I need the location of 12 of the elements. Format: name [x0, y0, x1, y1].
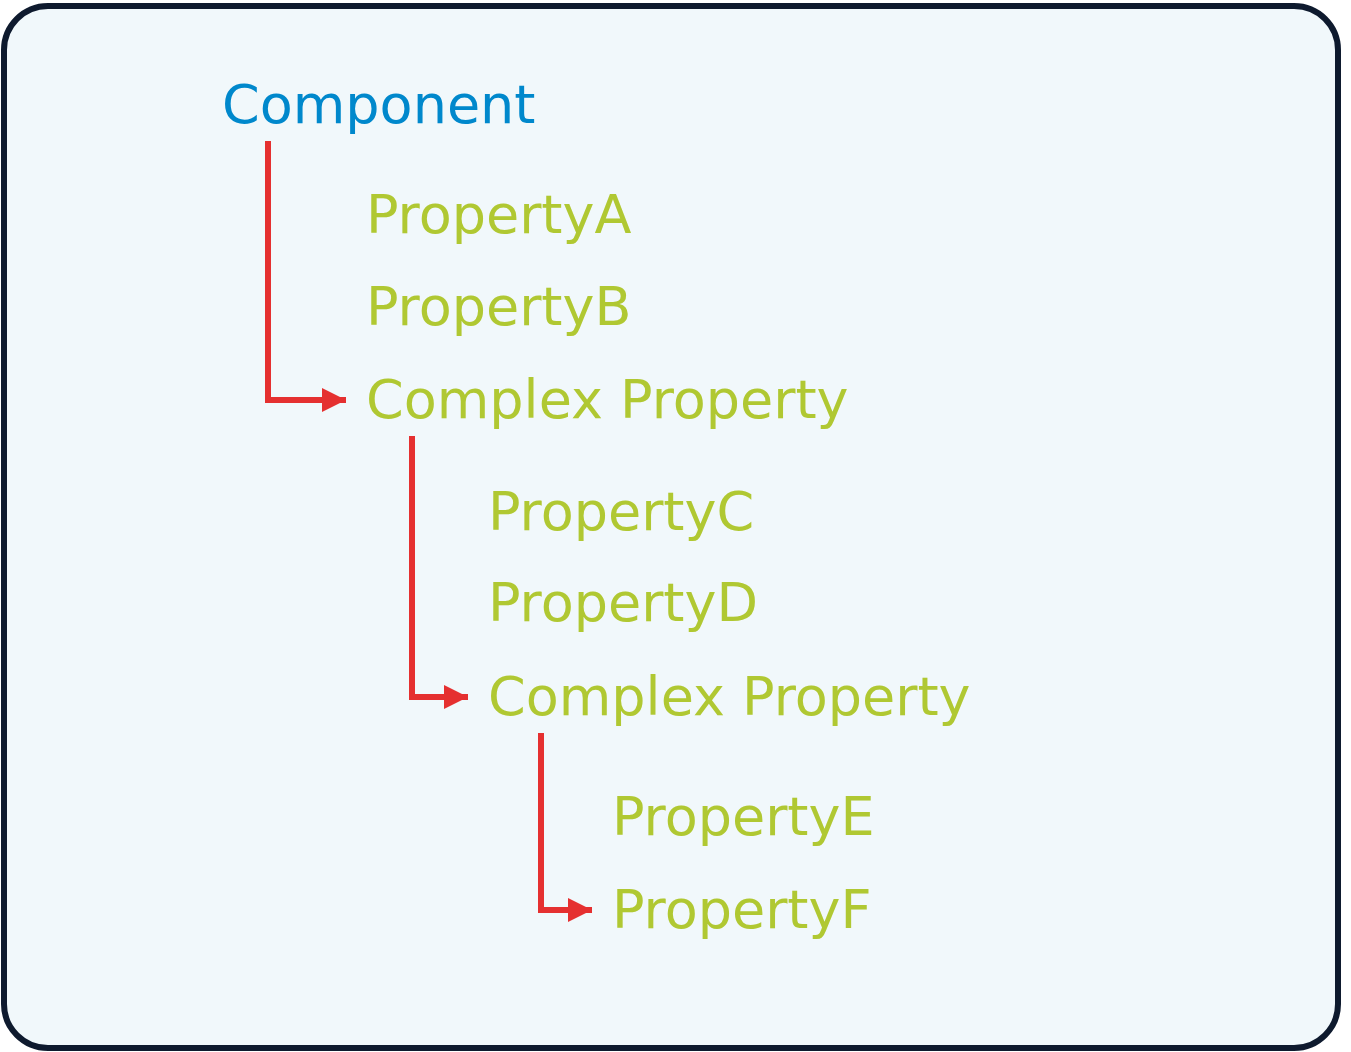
- component-heading: Component: [202, 73, 536, 137]
- property-label: PropertyB: [346, 275, 632, 339]
- property-label: PropertyE: [592, 785, 875, 849]
- property-label: Complex Property: [346, 368, 849, 432]
- arrow: [409, 436, 468, 709]
- property-label: PropertyF: [592, 878, 872, 942]
- arrow: [538, 733, 592, 922]
- property-label: PropertyD: [468, 571, 759, 635]
- property-label: Complex Property: [468, 665, 971, 729]
- arrow: [265, 141, 346, 412]
- property-label: PropertyA: [346, 183, 632, 247]
- property-label: PropertyC: [468, 480, 755, 544]
